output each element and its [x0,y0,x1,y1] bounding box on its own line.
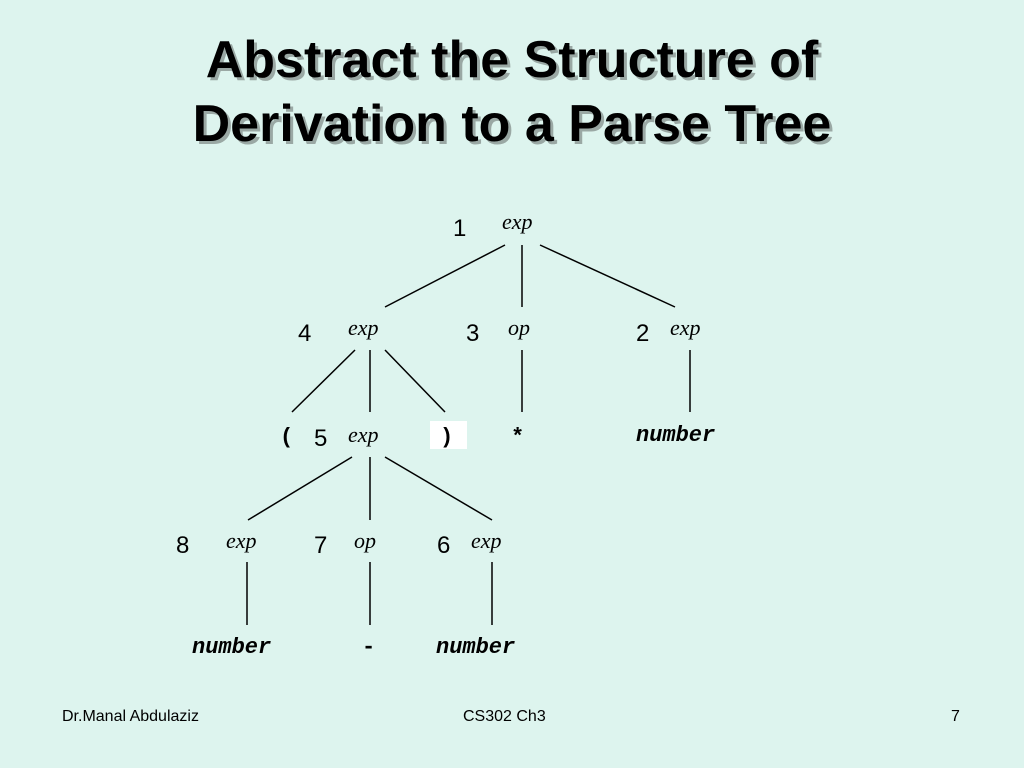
rparen-highlight [430,421,467,449]
step-3: 3 [466,320,479,347]
edge-5-8 [247,456,353,521]
node-exp-paren: exp [348,422,379,447]
node-exp-right: exp [670,315,701,340]
step-4: 4 [298,320,311,347]
edge-4-rparen [384,349,446,413]
edge-1-4 [384,244,506,308]
tree-edges [246,244,691,625]
token-number-right: number [636,423,715,448]
node-op-inner: op [354,528,376,553]
step-2: 2 [636,320,649,347]
step-6: 6 [437,532,450,559]
footer-author: Dr.Manal Abdulaziz [62,708,199,725]
step-5: 5 [314,425,327,452]
node-exp-root: exp [502,209,533,234]
token-star: * [511,425,524,450]
title-line-2: Derivation to a Parse Tree [192,95,832,153]
token-lparen: ( [280,425,293,450]
token-number-mid: number [436,635,515,660]
token-number-left: number [192,635,271,660]
title-line-1: Abstract the Structure of [205,31,819,89]
footer-course: CS302 Ch3 [463,708,546,725]
step-8: 8 [176,532,189,559]
token-rparen: ) [440,425,453,450]
node-op-root: op [508,315,530,340]
edge-4-lparen [291,349,356,413]
node-exp-inner-left: exp [226,528,257,553]
step-1: 1 [453,215,466,242]
step-7: 7 [314,532,327,559]
node-exp-inner-right: exp [471,528,502,553]
token-minus: - [362,635,375,660]
slide-title: Abstract the Structure of Derivation to … [0,28,1024,156]
edge-5-6 [384,456,493,521]
node-exp-left: exp [348,315,379,340]
edge-1-2 [539,244,676,308]
footer-page-number: 7 [951,708,960,725]
